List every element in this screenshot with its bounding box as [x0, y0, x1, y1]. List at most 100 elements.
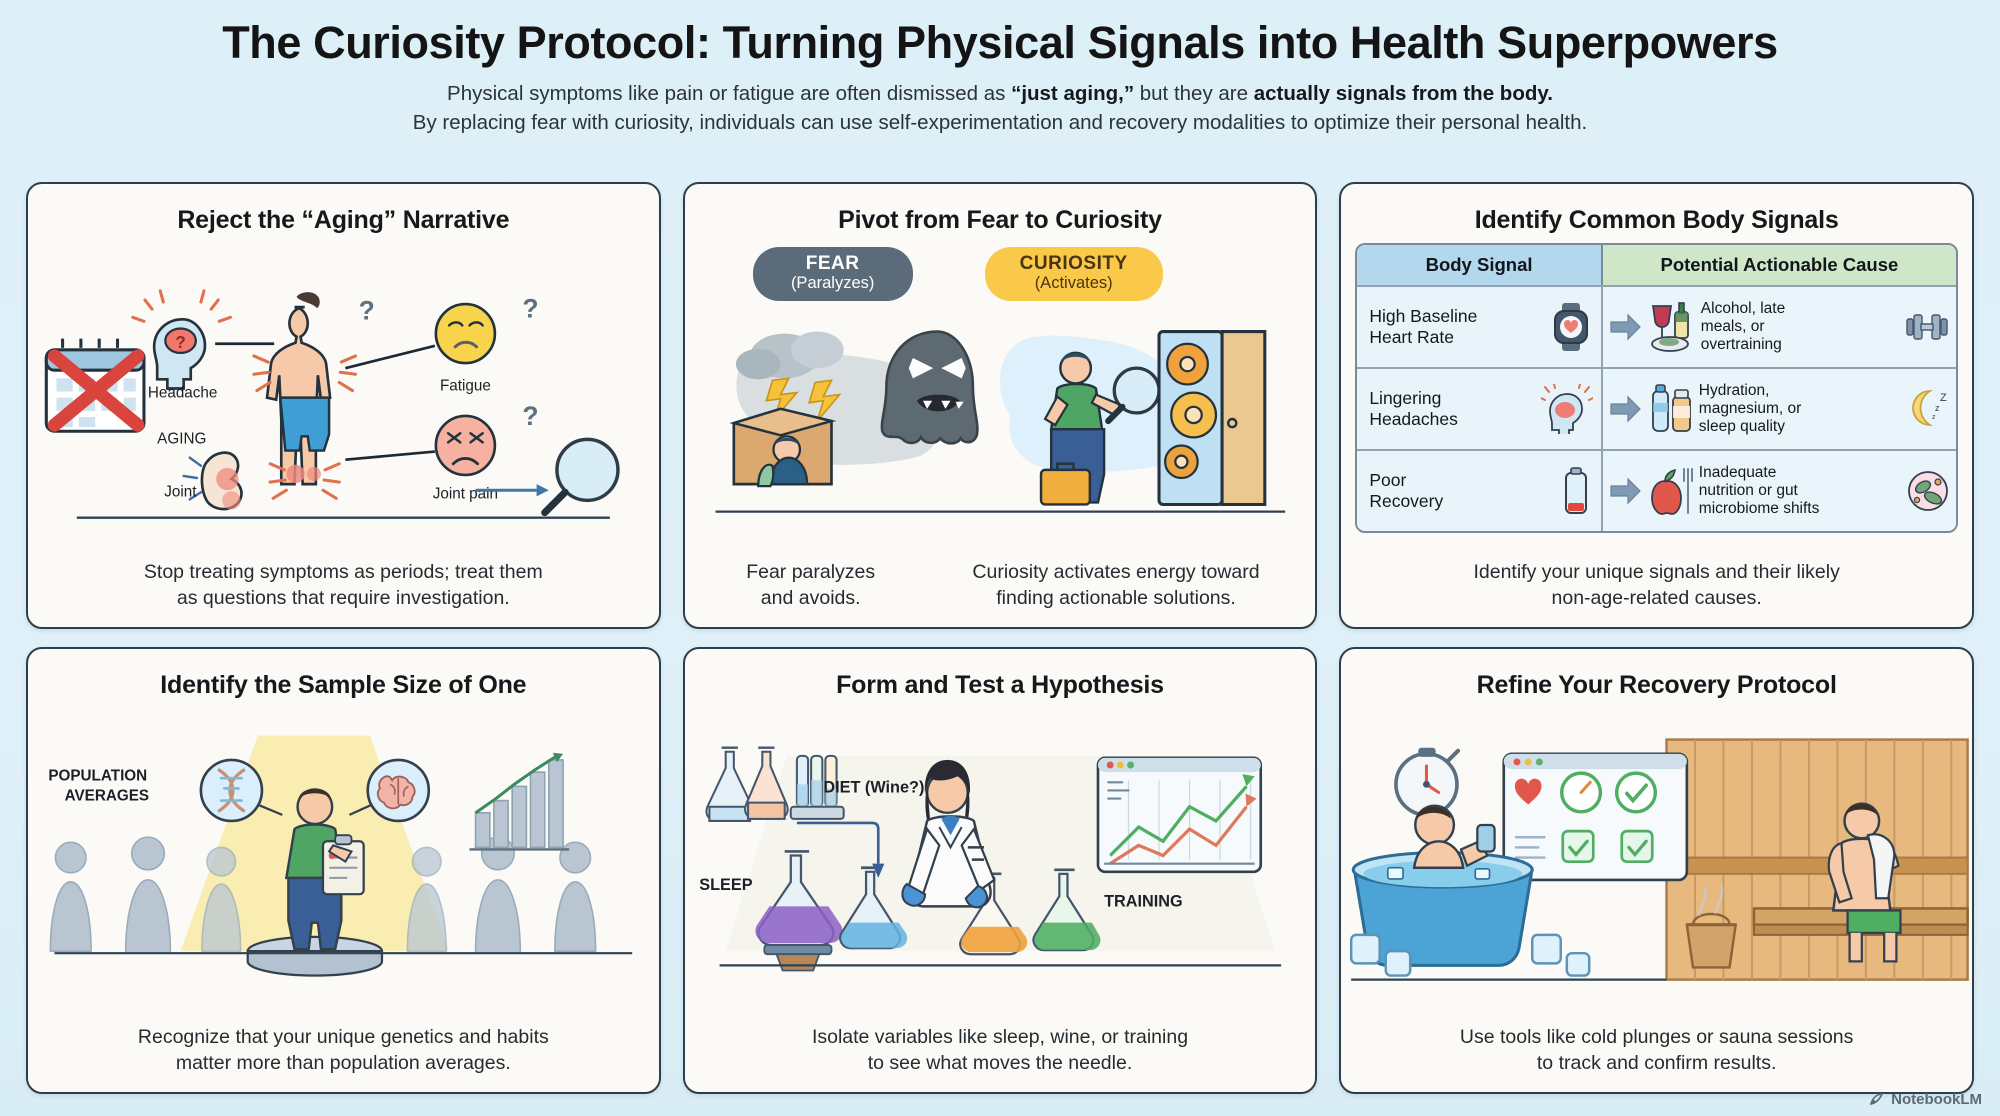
heart-metric-icon	[1515, 778, 1542, 805]
subtitle-line-2: By replacing fear with curiosity, indivi…	[412, 110, 1588, 134]
svg-text:z: z	[1935, 403, 1940, 413]
card-form-test-hypothesis[interactable]: Form and Test a Hypothesis	[682, 647, 1318, 1094]
results-chart-screen	[1096, 756, 1262, 874]
label-sleep: SLEEP	[699, 876, 752, 894]
storm-cloud-icon	[735, 331, 844, 380]
label-training: TRAINING	[1104, 892, 1183, 910]
towel	[1866, 833, 1896, 900]
label-population-averages-line2: AVERAGES	[65, 788, 149, 805]
card-identify-body-signals[interactable]: Identify Common Body Signals Body Signal…	[1339, 182, 1974, 629]
table-cell-cause: Hydration, magnesium, or sleep quality Z…	[1602, 369, 1956, 449]
microbiome-icon	[1908, 471, 1948, 511]
fear-badge-main: FEAR	[805, 253, 860, 274]
crowd-silhouettes	[49, 836, 597, 954]
ghost-monster-icon	[880, 330, 979, 445]
arrow-right-icon	[1610, 395, 1641, 423]
card-5-illustration: DIET (Wine?) SLEEP TRAINING	[685, 700, 1316, 1025]
label-population-averages-line1: POPULATION	[48, 767, 147, 784]
table-header-potential-cause: Potential Actionable Cause	[1602, 245, 1956, 285]
head-brain-pain-icon	[1540, 384, 1593, 434]
recovery-protocol-art	[1350, 738, 1970, 981]
table-row: Lingering Headaches	[1357, 367, 1956, 449]
open-door-with-gears-icon	[1157, 330, 1266, 506]
table-header-body-signal: Body Signal	[1357, 245, 1603, 285]
sauna-bucket-icon	[1685, 884, 1738, 969]
card-1-title: Reject the “Aging” Narrative	[177, 206, 510, 234]
svg-text:z: z	[1932, 414, 1936, 421]
checkbox-2	[1620, 829, 1654, 863]
card-4-title: Identify the Sample Size of One	[160, 671, 527, 699]
ice-cubes	[1350, 933, 1591, 977]
card-5-title: Form and Test a Hypothesis	[836, 671, 1164, 699]
curiosity-badge-sub: (Activates)	[1034, 273, 1113, 292]
card-1-illustration: ? Headache AGING	[28, 235, 659, 560]
subtitle-emphasis-2: actually signals from the body.	[1253, 82, 1553, 106]
label-aging: AGING	[157, 430, 206, 447]
label-fatigue: Fatigue	[440, 378, 491, 395]
label-joint: Joint	[164, 483, 197, 500]
card-refine-recovery-protocol[interactable]: Refine Your Recovery Protocol	[1339, 647, 1974, 1094]
table-cell-signal: Lingering Headaches	[1357, 369, 1603, 449]
page-title: The Curiosity Protocol: Turning Physical…	[222, 17, 1778, 68]
cause-label: Inadequate nutrition or gut microbiome s…	[1698, 463, 1820, 518]
magnifier-icon	[541, 437, 620, 517]
svg-text:?: ?	[175, 332, 186, 352]
svg-text:Z: Z	[1940, 392, 1947, 404]
label-headache: Headache	[148, 385, 218, 402]
tracking-dashboard	[1502, 752, 1689, 882]
curiosity-badge-main: CURIOSITY	[1019, 253, 1128, 274]
low-battery-icon	[1564, 467, 1587, 514]
table-row: High Baseline Heart Rate	[1357, 285, 1956, 367]
card-4-illustration: POPULATION AVERAGES	[28, 700, 659, 1025]
table-cell-signal: Poor Recovery	[1357, 451, 1603, 531]
card-4-caption: Recognize that your unique genetics and …	[137, 1026, 549, 1074]
diet-arrow	[796, 821, 880, 864]
stopwatch-icon	[1394, 747, 1461, 817]
label-joint-pain: Joint pain	[433, 485, 498, 502]
signal-label: Lingering Headaches	[1369, 388, 1458, 429]
cause-label: Hydration, magnesium, or sleep quality	[1698, 381, 1802, 436]
arrow-right-icon	[1610, 477, 1641, 505]
card-2-captions: Fear paralyzes and avoids. Curiosity act…	[685, 560, 1316, 627]
table-header-row: Body Signal Potential Actionable Cause	[1357, 245, 1956, 285]
subtitle-part-1: Physical symptoms like pain or fatigue a…	[447, 82, 1012, 106]
sauna-room	[1665, 738, 1970, 981]
subtitle-part-2: but they are	[1134, 82, 1254, 106]
card-grid: Reject the “Aging” Narrative	[26, 182, 1974, 1094]
arrow-right-icon	[1610, 313, 1641, 341]
test-flask-green-icon	[1032, 868, 1101, 952]
human-body-figure	[252, 292, 358, 500]
card-3-caption: Identify your unique signals and their l…	[1473, 561, 1840, 609]
person-hiding-in-box-icon	[728, 407, 836, 488]
table-cell-cause: Inadequate nutrition or gut microbiome s…	[1602, 451, 1956, 531]
card-2-illustration: FEAR (Paralyzes) CURIOSITY (Activates)	[685, 235, 1316, 560]
card-1-caption: Stop treating symptoms as periods; treat…	[143, 561, 543, 609]
calendar-crossed-icon	[44, 338, 146, 433]
signal-label: High Baseline Heart Rate	[1369, 306, 1478, 347]
lightning-bolts-icon	[764, 377, 842, 422]
card-6-caption: Use tools like cold plunges or sauna ses…	[1459, 1026, 1854, 1074]
label-diet: DIET (Wine?)	[823, 778, 924, 796]
individual-person-figure	[284, 788, 365, 951]
card-3-title: Identify Common Body Signals	[1474, 206, 1839, 234]
question-mark-2: ?	[522, 293, 538, 323]
card-2-caption-left: Fear paralyzes and avoids.	[746, 561, 876, 609]
card-3-illustration: Body Signal Potential Actionable Cause H…	[1341, 235, 1972, 560]
page-subtitle: Physical symptoms like pain or fatigue a…	[60, 80, 1940, 137]
checkbox-1	[1561, 829, 1595, 863]
diet-arrow-head	[871, 863, 885, 878]
card-reject-aging-narrative[interactable]: Reject the “Aging” Narrative	[26, 182, 661, 629]
card-6-illustration	[1341, 700, 1972, 1025]
smartwatch-heart-icon	[1553, 303, 1588, 351]
fear-badge: FEAR (Paralyzes)	[752, 247, 913, 302]
glassware-set-icon	[705, 746, 845, 822]
check-metric-icon	[1615, 771, 1658, 814]
header: The Curiosity Protocol: Turning Physical…	[0, 0, 2000, 137]
dna-icon	[199, 758, 264, 823]
card-pivot-fear-to-curiosity[interactable]: Pivot from Fear to Curiosity	[682, 182, 1318, 629]
briefcase-icon	[1039, 462, 1091, 506]
sample-size-art: POPULATION AVERAGES	[48, 735, 633, 977]
card-sample-size-of-one[interactable]: Identify the Sample Size of One	[26, 647, 661, 1094]
moon-sleep-icon: Z z z	[1912, 390, 1947, 426]
